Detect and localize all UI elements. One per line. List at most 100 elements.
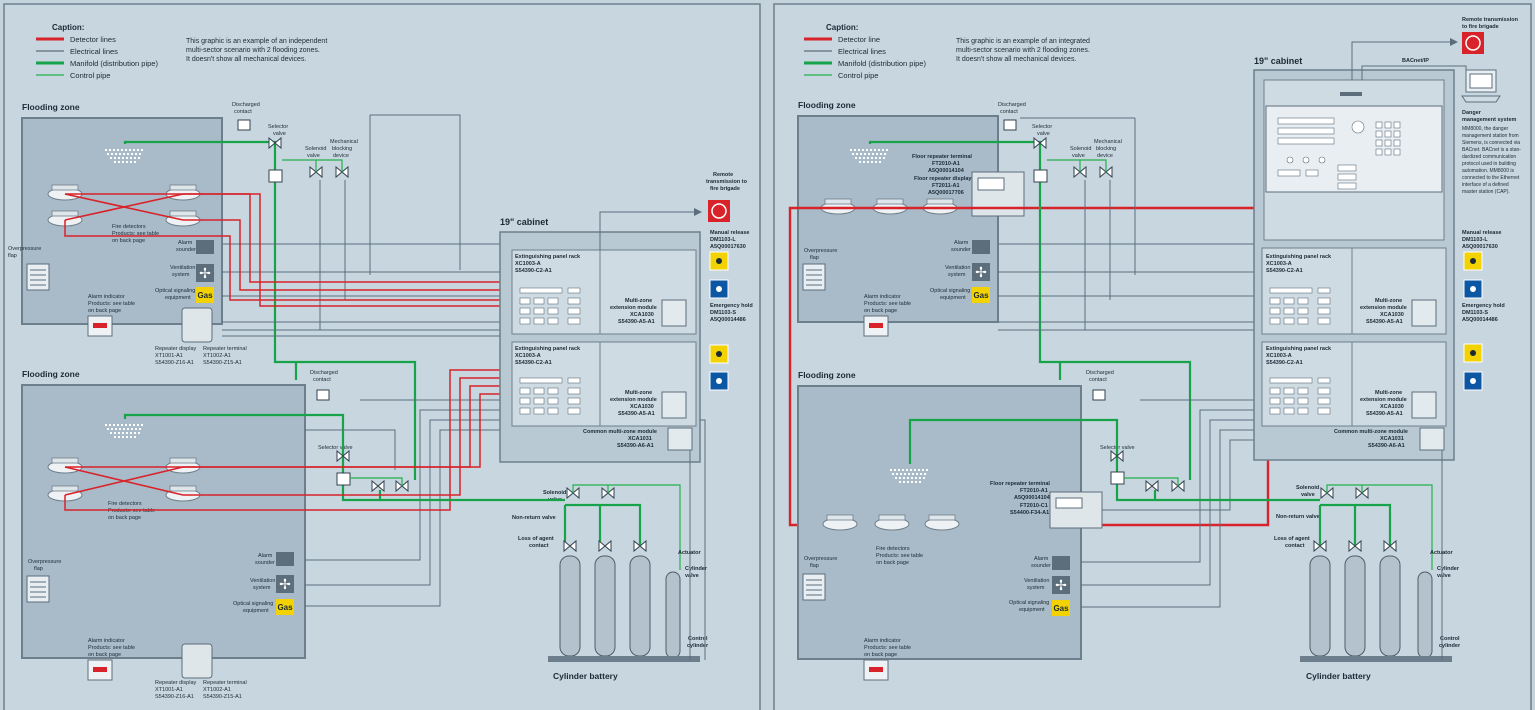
label: Overpressure <box>28 559 61 565</box>
right-panel: Caption: Detector line Electrical lines … <box>773 3 1532 710</box>
intro-line: multi-sector scenario with 2 flooding zo… <box>186 47 320 54</box>
label: flap <box>810 563 819 569</box>
label: Floor repeater display <box>914 176 972 182</box>
discharged-contact-icon <box>316 389 330 401</box>
label: Alarm indicator <box>88 638 125 644</box>
intro-line: This graphic is an example of an integra… <box>956 38 1090 45</box>
label: Alarm <box>1034 556 1049 562</box>
zone1-title: Flooding zone <box>22 102 80 112</box>
label: Multi-zone <box>1375 298 1402 304</box>
label: S54390-Z15-A1 <box>203 360 242 366</box>
alarm-sounder-icon <box>1052 556 1070 570</box>
label: Extinguishing panel rack <box>1266 346 1332 352</box>
label: Non-return valve <box>1276 514 1320 520</box>
label: Repeater terminal <box>203 346 247 352</box>
intro-line: It doesn't show all mechanical devices. <box>956 56 1076 63</box>
label: extension module <box>610 305 657 311</box>
fire-detector-icon <box>874 514 910 531</box>
mm8000-note: MM8000, the danger management station fr… <box>1462 126 1521 195</box>
note-line: BACnet. BACnet is a stan- <box>1462 147 1521 153</box>
panel-controls <box>1269 287 1331 325</box>
label: Selector valve <box>318 445 353 451</box>
label: XCA1031 <box>628 436 652 442</box>
overpressure-flap-icon <box>802 263 826 291</box>
zone2-title: Flooding zone <box>798 370 856 380</box>
label: XCA1030 <box>630 312 654 318</box>
gas-sign-icon <box>276 599 294 615</box>
caption-control: Control pipe <box>838 71 878 80</box>
label: A5Q00014486 <box>710 317 746 323</box>
label: S54390-C2-A1 <box>515 360 552 366</box>
common-module-icon <box>667 427 693 451</box>
label: Solenoid <box>1070 146 1091 152</box>
extension-module-icon <box>661 299 687 327</box>
note-line: automation. MM8000 is <box>1462 168 1514 174</box>
panel-controls <box>519 377 581 415</box>
gas-sign-icon <box>196 287 214 303</box>
label: contact <box>529 543 549 549</box>
agent-cylinder-icon <box>594 555 616 657</box>
label: S54390-C2-A1 <box>1266 360 1303 366</box>
label: valve <box>273 131 286 137</box>
note-line: MM8000, the danger <box>1462 126 1508 132</box>
label: Fire detectors <box>112 224 146 230</box>
alarm-sounder-icon <box>972 240 990 254</box>
label: XCA1030 <box>630 404 654 410</box>
label: Floor repeater terminal <box>912 154 972 160</box>
note-line: protocol used in building <box>1462 161 1516 167</box>
label: system <box>172 272 190 278</box>
zone1-title: Flooding zone <box>798 100 856 110</box>
extension-module-icon <box>1411 391 1437 419</box>
label: valve <box>1301 492 1315 498</box>
label: XC1003-A <box>1266 261 1292 267</box>
panel-controls <box>1269 377 1331 415</box>
label: flap <box>810 255 819 261</box>
label: Control <box>1440 636 1460 642</box>
label: Discharged <box>998 102 1026 108</box>
keyboard-icon <box>1461 95 1501 103</box>
intro-line: This graphic is an example of an indepen… <box>186 38 327 45</box>
label: valve <box>307 153 320 159</box>
caption-detector: Detector line <box>838 35 880 44</box>
label: equipment <box>1019 607 1045 613</box>
label: XT1002-A1 <box>203 687 231 693</box>
caption-manifold: Manifold (distribution pipe) <box>838 59 926 68</box>
caption-manifold: Manifold (distribution pipe) <box>70 59 158 68</box>
label: Cylinder <box>1437 566 1460 572</box>
label: Emergency hold <box>1462 303 1505 309</box>
bacnet-label: BACnet/IP <box>1402 58 1429 64</box>
gas-label: Gas <box>277 603 293 612</box>
label: Ventilation <box>1024 578 1049 584</box>
valve-actuator-icon <box>1110 471 1125 485</box>
battery-title: Cylinder battery <box>1306 671 1371 681</box>
label: valve <box>1437 573 1451 579</box>
svg-text:✢: ✢ <box>199 266 211 282</box>
label: Repeater terminal <box>203 680 247 686</box>
label: FT2011-A1 <box>932 183 960 189</box>
note-line: Siemens, is connected via <box>1462 140 1520 146</box>
label: system <box>253 585 271 591</box>
note-line: interface of a defined <box>1462 182 1509 188</box>
overpressure-flap-icon <box>26 263 50 291</box>
label: contact <box>234 109 252 115</box>
label: blocking <box>1096 146 1116 152</box>
label: XT1002-A1 <box>203 353 231 359</box>
alarm-sounder-icon <box>276 552 294 566</box>
ventilation-icon <box>972 263 990 281</box>
label: S54400-F34-A1 <box>1010 510 1049 516</box>
label: A5Q00017630 <box>1462 244 1498 250</box>
label: FT2010-A1 <box>932 161 960 167</box>
label: Loss of agent <box>518 536 554 542</box>
label: Overpressure <box>8 246 41 252</box>
gas-label: Gas <box>1053 604 1069 613</box>
repeater-terminal-icon <box>181 307 213 343</box>
label: FT2010-C1 <box>1020 503 1048 509</box>
control-cylinder-icon <box>1417 571 1433 659</box>
label: XT1001-A1 <box>155 353 183 359</box>
label: Emergency hold <box>710 303 753 309</box>
extension-module-icon <box>661 391 687 419</box>
right-caption: Caption: Detector line Electrical lines … <box>804 23 926 80</box>
svg-text:✢: ✢ <box>975 265 987 281</box>
label: Discharged <box>310 370 338 376</box>
panel-controls <box>1277 117 1401 190</box>
